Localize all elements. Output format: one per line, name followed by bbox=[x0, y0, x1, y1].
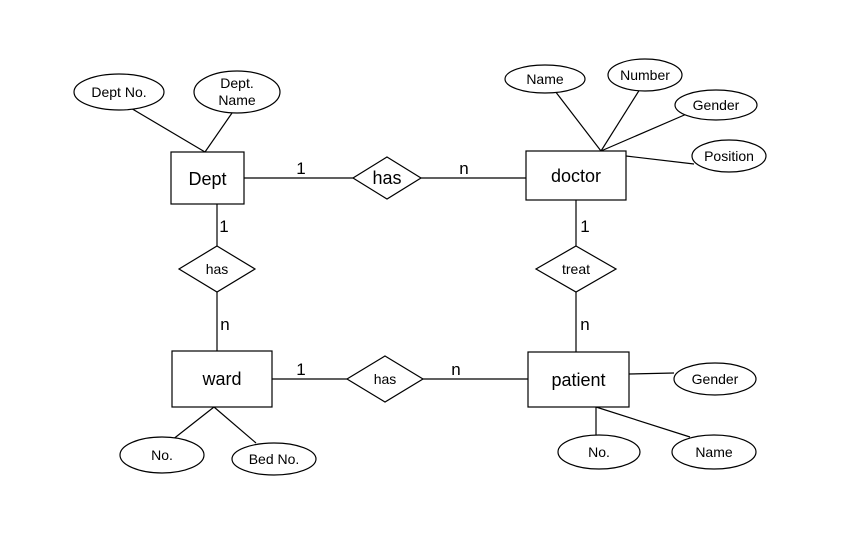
cardinality-doctor-treat-patient-patient: n bbox=[580, 315, 589, 334]
relationship-dept-doctor: has bbox=[351, 156, 423, 200]
attribute-ward-no-ellipse bbox=[119, 436, 205, 474]
entity-ward: ward bbox=[171, 350, 273, 408]
entity-ward-label: ward bbox=[201, 369, 241, 389]
attribute-doctor-gender: Gender bbox=[674, 89, 758, 121]
attribute-patient-gender-ellipse bbox=[673, 362, 757, 396]
line-deptno-dept bbox=[123, 103, 206, 153]
relationship-dept-doctor-label: has bbox=[372, 168, 401, 188]
connector-lines bbox=[123, 88, 695, 444]
attribute-ward-no: No. bbox=[119, 436, 205, 474]
cardinality-doctor-treat-patient-doctor: 1 bbox=[580, 217, 589, 236]
attribute-patient-no: No. bbox=[557, 434, 641, 470]
attribute-doctor-number: Number bbox=[607, 58, 683, 92]
line-patient-gender bbox=[628, 372, 675, 375]
attribute-patient-name: Name bbox=[671, 434, 757, 470]
attribute-patient-no-label: No. bbox=[588, 444, 610, 460]
attribute-dept-no: Dept No. bbox=[73, 73, 165, 111]
cardinality-dept-has-ward-dept: 1 bbox=[219, 217, 228, 236]
relationship-ward-patient-diamond bbox=[345, 355, 425, 403]
attribute-doctor-name-ellipse bbox=[504, 64, 586, 94]
relationship-doctor-patient: treat bbox=[534, 245, 618, 293]
entity-doctor: doctor bbox=[525, 150, 627, 201]
attribute-dept-name-label-line1: Dept. bbox=[220, 75, 253, 91]
attribute-patient-name-ellipse bbox=[671, 434, 757, 470]
line-patient-name bbox=[595, 406, 691, 438]
relationship-dept-ward-label: has bbox=[206, 261, 229, 277]
relationship-doctor-patient-label: treat bbox=[562, 261, 590, 277]
entity-dept-label: Dept bbox=[188, 169, 226, 189]
entity-patient-label: patient bbox=[551, 370, 605, 390]
line-doctor-number bbox=[600, 88, 641, 152]
line-doctor-position bbox=[625, 155, 695, 165]
line-ward-no bbox=[171, 406, 215, 441]
attribute-ward-bed-no-ellipse bbox=[231, 442, 317, 476]
relationship-dept-ward-diamond bbox=[177, 245, 257, 293]
attribute-dept-no-ellipse bbox=[73, 73, 165, 111]
attribute-ward-bed-no-label: Bed No. bbox=[249, 451, 300, 467]
cardinality-labels: 1 n 1 n 1 n 1 n bbox=[219, 159, 589, 379]
cardinality-dept-has-ward-ward: n bbox=[220, 315, 229, 334]
relationship-dept-ward: has bbox=[177, 245, 257, 293]
entity-patient: patient bbox=[527, 351, 630, 408]
attribute-doctor-number-ellipse bbox=[607, 58, 683, 92]
entity-doctor-box bbox=[525, 150, 627, 201]
line-deptname-dept bbox=[204, 112, 233, 153]
relationship-ward-patient-label: has bbox=[374, 371, 397, 387]
attribute-doctor-position: Position bbox=[691, 139, 767, 173]
attribute-dept-name-label-line2: Name bbox=[218, 92, 256, 108]
entity-patient-box bbox=[527, 351, 630, 408]
line-doctor-gender bbox=[600, 112, 690, 152]
relationship-doctor-patient-diamond bbox=[534, 245, 618, 293]
attribute-dept-no-label: Dept No. bbox=[91, 84, 146, 100]
attribute-patient-gender-label: Gender bbox=[692, 371, 739, 387]
attribute-doctor-position-label: Position bbox=[704, 148, 754, 164]
attribute-patient-name-label: Name bbox=[695, 444, 733, 460]
attribute-ward-bed-no: Bed No. bbox=[231, 442, 317, 476]
entity-dept: Dept bbox=[170, 151, 245, 205]
attribute-doctor-number-label: Number bbox=[620, 67, 670, 83]
attribute-ward-no-label: No. bbox=[151, 447, 173, 463]
attribute-patient-gender: Gender bbox=[673, 362, 757, 396]
attribute-doctor-position-ellipse bbox=[691, 139, 767, 173]
cardinality-ward-has-patient-patient: n bbox=[451, 360, 460, 379]
line-ward-bedno bbox=[213, 406, 257, 444]
entity-doctor-label: doctor bbox=[551, 166, 601, 186]
attribute-dept-name-ellipse bbox=[193, 70, 281, 114]
attribute-dept-name: Dept. Name bbox=[193, 70, 281, 114]
cardinality-dept-has-doctor-dept: 1 bbox=[296, 159, 305, 178]
attribute-doctor-name: Name bbox=[504, 64, 586, 94]
entity-dept-box bbox=[170, 151, 245, 205]
relationship-dept-doctor-diamond bbox=[351, 156, 423, 200]
attribute-doctor-gender-label: Gender bbox=[693, 97, 740, 113]
cardinality-dept-has-doctor-doctor: n bbox=[459, 159, 468, 178]
attribute-doctor-gender-ellipse bbox=[674, 89, 758, 121]
attribute-doctor-name-label: Name bbox=[526, 71, 564, 87]
line-doctor-name bbox=[554, 90, 602, 152]
entity-ward-box bbox=[171, 350, 273, 408]
relationship-ward-patient: has bbox=[345, 355, 425, 403]
attribute-patient-no-ellipse bbox=[557, 434, 641, 470]
cardinality-ward-has-patient-ward: 1 bbox=[296, 360, 305, 379]
